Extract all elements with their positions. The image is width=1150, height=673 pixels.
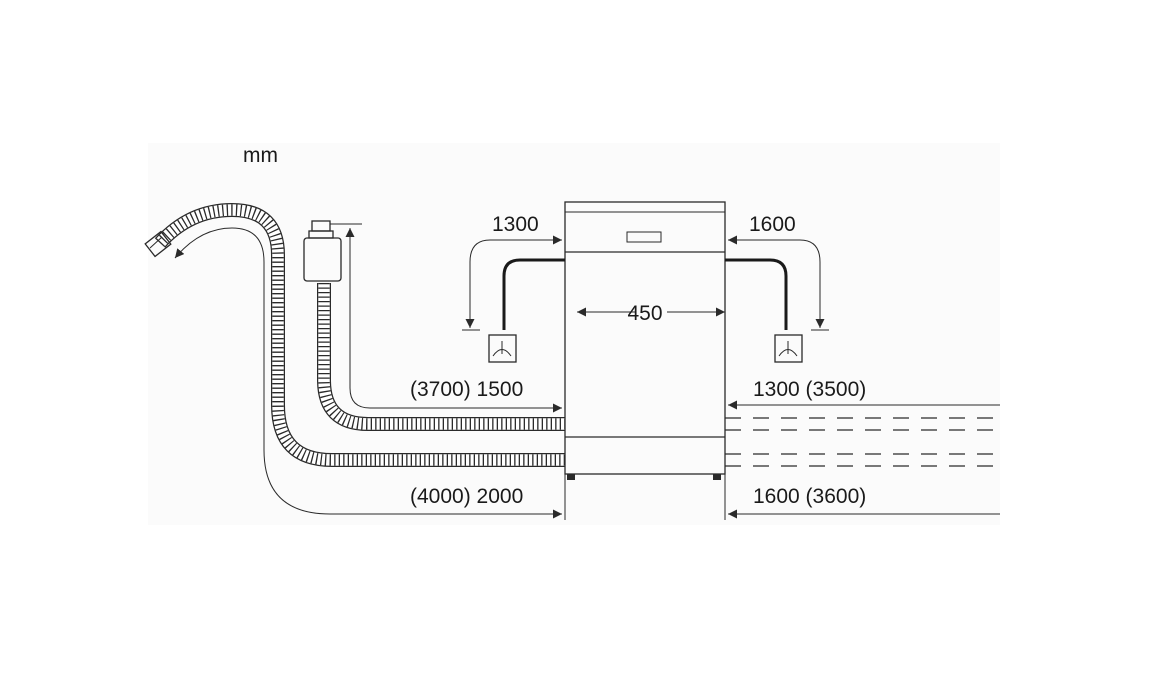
power-cable-right-dimension: [728, 235, 825, 328]
dishwasher-icon: [564, 201, 726, 520]
unit-label: mm: [243, 144, 278, 167]
drain-hose-dimension: [174, 227, 562, 519]
top-left-dimension-label: 1300: [492, 213, 539, 236]
width-dimension-label: 450: [627, 302, 662, 325]
top-right-dimension-label: 1600: [749, 213, 796, 236]
upper-left-dimension-label: (3700) 1500: [410, 378, 523, 401]
lower-left-dimension-label: (4000) 2000: [410, 485, 523, 508]
socket-right-icon: [774, 334, 803, 363]
upper-right-dimension-label: 1300 (3500): [753, 378, 866, 401]
lower-right-dimension-label: 1600 (3600): [753, 485, 866, 508]
